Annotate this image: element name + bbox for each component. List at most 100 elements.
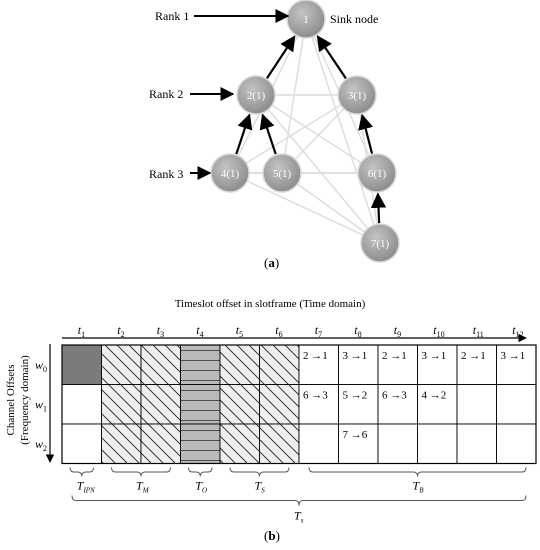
period-label: TB [413,479,425,495]
slot-cell [140,384,181,425]
cell-link-text: 2 →1 [382,350,407,362]
time-domain-title: Timeslot offset in slotframe (Time domai… [175,298,366,310]
slotframe-diagram: Timeslot offset in slotframe (Time domai… [5,298,537,543]
mesh-link [281,172,381,244]
period-brace [308,467,527,477]
mesh-link [281,18,307,174]
channel-axis-label-2: (Frequency domain) [19,355,31,445]
cell-link-text: 3 →1 [422,350,447,362]
mesh-link [255,94,378,174]
rank-1-label: Rank 1 [155,9,189,23]
mesh-link [305,18,381,244]
cell-link-text: 6 →3 [382,390,407,402]
node-label: 6(1) [368,168,387,180]
node-label: 5(1) [273,168,292,180]
nodes-layer: 12(1)3(1)4(1)5(1)6(1)7(1) [210,0,400,263]
slot-cell [377,423,418,464]
slot-cell [61,344,102,385]
slot-cell [140,344,181,385]
node-6 [357,153,397,193]
slot-cell [298,344,339,385]
slot-cell [338,423,379,464]
node-3 [337,75,377,115]
slot-cell [338,384,379,425]
slot-grid [61,344,537,465]
period-label: TO [195,479,207,495]
slot-cell [417,344,458,385]
routing-link-n3-n1 [316,35,347,80]
caption-b: (b) [264,528,280,543]
slot-cell [259,423,300,464]
timeslot-label: t8 [354,323,361,339]
node-5 [262,153,302,193]
routing-links [235,35,387,224]
total-period-label: Ts [294,509,304,525]
period-label: TM [136,479,150,495]
period-brace [111,467,171,477]
cell-link-text: 3 →1 [501,350,526,362]
cell-link-text: 3 →1 [343,350,368,362]
rank-2-label: Rank 2 [149,87,183,101]
slot-cell [298,384,339,425]
channel-label: w0 [35,358,47,374]
period-braces [69,467,527,506]
node-label: 7(1) [371,238,390,250]
cell-link-text: 4 →2 [422,390,447,402]
period-brace [188,467,213,477]
slot-cell [496,384,537,425]
mesh-link [255,94,381,244]
node-label: 4(1) [221,168,240,180]
caption-a: (a) [264,255,279,270]
slot-cell [101,423,142,464]
channel-label: w1 [35,397,47,413]
timeslot-label: t7 [315,323,322,339]
routing-link-n6-n3 [358,113,374,154]
slot-cell [180,423,221,464]
timeslot-label: t1 [78,323,85,339]
slot-cell [101,344,142,385]
node-7 [360,223,400,263]
timeslot-label: t5 [236,323,243,339]
cell-link-text: 6 →3 [303,390,328,402]
slot-cell [456,423,497,464]
slot-cell [496,423,537,464]
period-brace [229,467,290,477]
routing-link-n4-n2 [235,113,253,155]
routing-link-n5-n2 [259,113,277,155]
timeslot-label: t10 [433,323,444,339]
node-2 [236,75,276,115]
cell-link-text: 2 →1 [461,350,486,362]
slot-cell [180,344,221,385]
slot-cell [219,344,260,385]
slot-cell [61,384,102,425]
cell-link-text: 2 →1 [303,350,328,362]
period-label: TS [255,479,266,495]
slot-cell [496,344,537,385]
routing-link-n7-n6 [370,192,387,224]
timeslot-label: t2 [117,323,124,339]
node-label: 1 [303,14,309,26]
timeslot-label: t4 [196,323,203,339]
slot-cell [219,423,260,464]
mesh-link [229,94,358,174]
channel-labels: w0 w1 w2 [35,358,47,453]
routing-link-n2-n1 [266,35,296,79]
timeslot-label: t6 [275,323,282,339]
rank-3-label: Rank 3 [149,167,183,181]
slot-cell [456,384,497,425]
timeslot-label: t9 [394,323,401,339]
slot-cell [377,384,418,425]
sink-node-label: Sink node [330,12,378,26]
total-period-brace [71,495,527,506]
slot-cell [61,423,102,464]
cell-link-text: 7 →6 [343,429,368,441]
network-graph: 12(1)3(1)4(1)5(1)6(1)7(1) Rank 1 Rank 2 … [149,0,400,270]
timeslot-label: t12 [512,323,523,339]
channel-label: w2 [35,437,47,453]
node-label: 3(1) [348,90,367,102]
slot-cell [259,384,300,425]
slot-cell [140,423,181,464]
